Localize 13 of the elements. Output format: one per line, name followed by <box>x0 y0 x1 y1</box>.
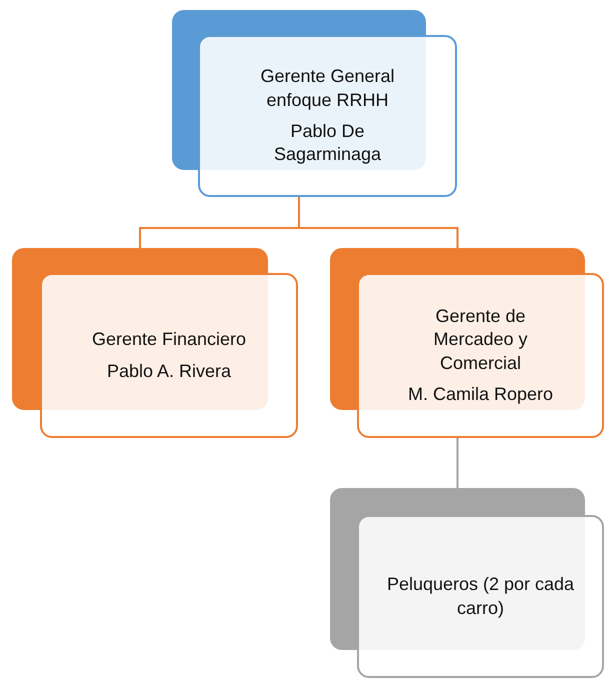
role-title: Gerente de Mercadeo y Comercial <box>432 304 529 374</box>
person-name: Pablo A. Rivera <box>106 360 232 382</box>
role-title: Peluqueros (2 por cada carro) <box>386 573 576 620</box>
org-chart-card <box>172 10 457 197</box>
connector-line <box>456 438 458 488</box>
role-title: Gerente Financiero <box>92 328 246 352</box>
role-title: Gerente General enfoque RRHH <box>259 65 396 112</box>
org-chart-card <box>330 488 604 678</box>
org-chart-card <box>330 248 604 438</box>
person-name: Pablo De Sagarminaga <box>272 120 382 166</box>
connector-line <box>298 197 458 248</box>
org-chart-card <box>12 248 298 438</box>
person-name: M. Camila Ropero <box>408 382 554 406</box>
